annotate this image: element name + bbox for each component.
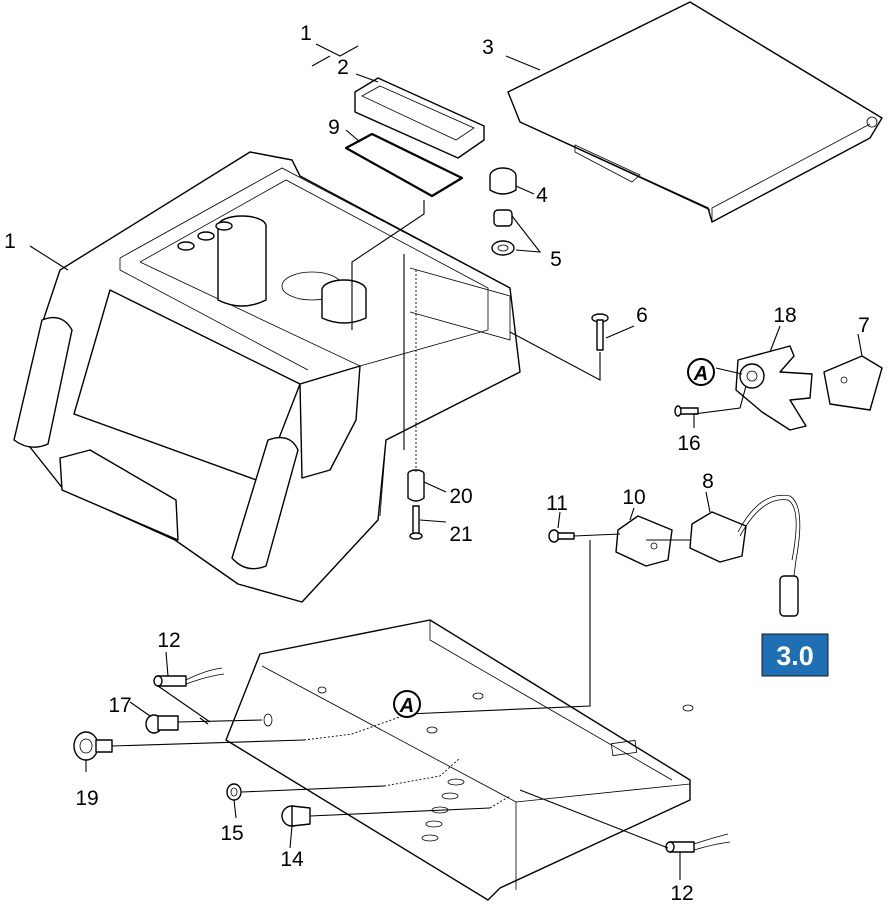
callout-1-top: 1 (300, 22, 312, 45)
marker-a-upper-label: A (693, 363, 708, 385)
knob-part-4 (489, 167, 517, 195)
gasket-part-9 (344, 132, 464, 198)
callout-9: 9 (328, 116, 340, 139)
block-part-10 (615, 515, 673, 567)
callout-11: 11 (546, 492, 568, 515)
cap-part-14 (281, 805, 311, 827)
callout-3: 3 (482, 36, 494, 59)
spacer-part-20 (407, 469, 425, 502)
callout-17: 17 (108, 694, 131, 717)
sensor-part-8 (689, 494, 801, 617)
connector-part-5 (491, 209, 515, 256)
fitting-part-17 (145, 714, 179, 734)
callout-18: 18 (773, 304, 796, 327)
callout-20: 20 (449, 485, 472, 508)
callout-10: 10 (622, 486, 645, 509)
callout-15: 15 (220, 822, 243, 845)
marker-a-upper: A (687, 358, 715, 386)
cable-end-part-12-lower (665, 833, 731, 853)
connector-part-19 (73, 731, 113, 761)
screw-part-6 (591, 313, 609, 351)
nut-part-15 (226, 783, 242, 801)
cable-end-part-12-upper (153, 667, 225, 687)
callout-12-lower: 12 (670, 882, 693, 905)
hidden-lines (303, 270, 511, 809)
housing-part-1 (13, 151, 521, 603)
marker-a-lower-label: A (399, 695, 414, 717)
cover-part-7 (823, 355, 883, 411)
callout-12-upper: 12 (157, 629, 180, 652)
callout-labels: 1 2 3 9 4 1 5 6 18 7 16 20 21 11 10 8 12… (4, 22, 870, 905)
callout-16: 16 (677, 432, 700, 455)
lid-part-3 (507, 1, 883, 223)
callout-14: 14 (280, 848, 304, 871)
reference-badge-background (761, 633, 829, 677)
display-window-part-2 (354, 77, 485, 159)
callout-4: 4 (536, 184, 548, 207)
bracket-part-18 (735, 345, 813, 431)
leader-lines (29, 43, 863, 880)
callout-7: 7 (858, 314, 870, 337)
callout-19: 19 (75, 787, 98, 810)
callout-6: 6 (636, 304, 648, 327)
callout-5: 5 (550, 248, 562, 271)
callout-2: 2 (337, 56, 349, 79)
screw-part-11 (548, 529, 575, 543)
marker-a-lower: A (393, 690, 421, 718)
reference-badge-label: 3.0 (776, 641, 814, 671)
callout-21: 21 (449, 523, 472, 546)
reference-badge: 3.0 (761, 633, 829, 677)
callout-1-left: 1 (4, 230, 16, 253)
screw-part-21 (409, 505, 423, 540)
callout-8: 8 (702, 470, 714, 493)
